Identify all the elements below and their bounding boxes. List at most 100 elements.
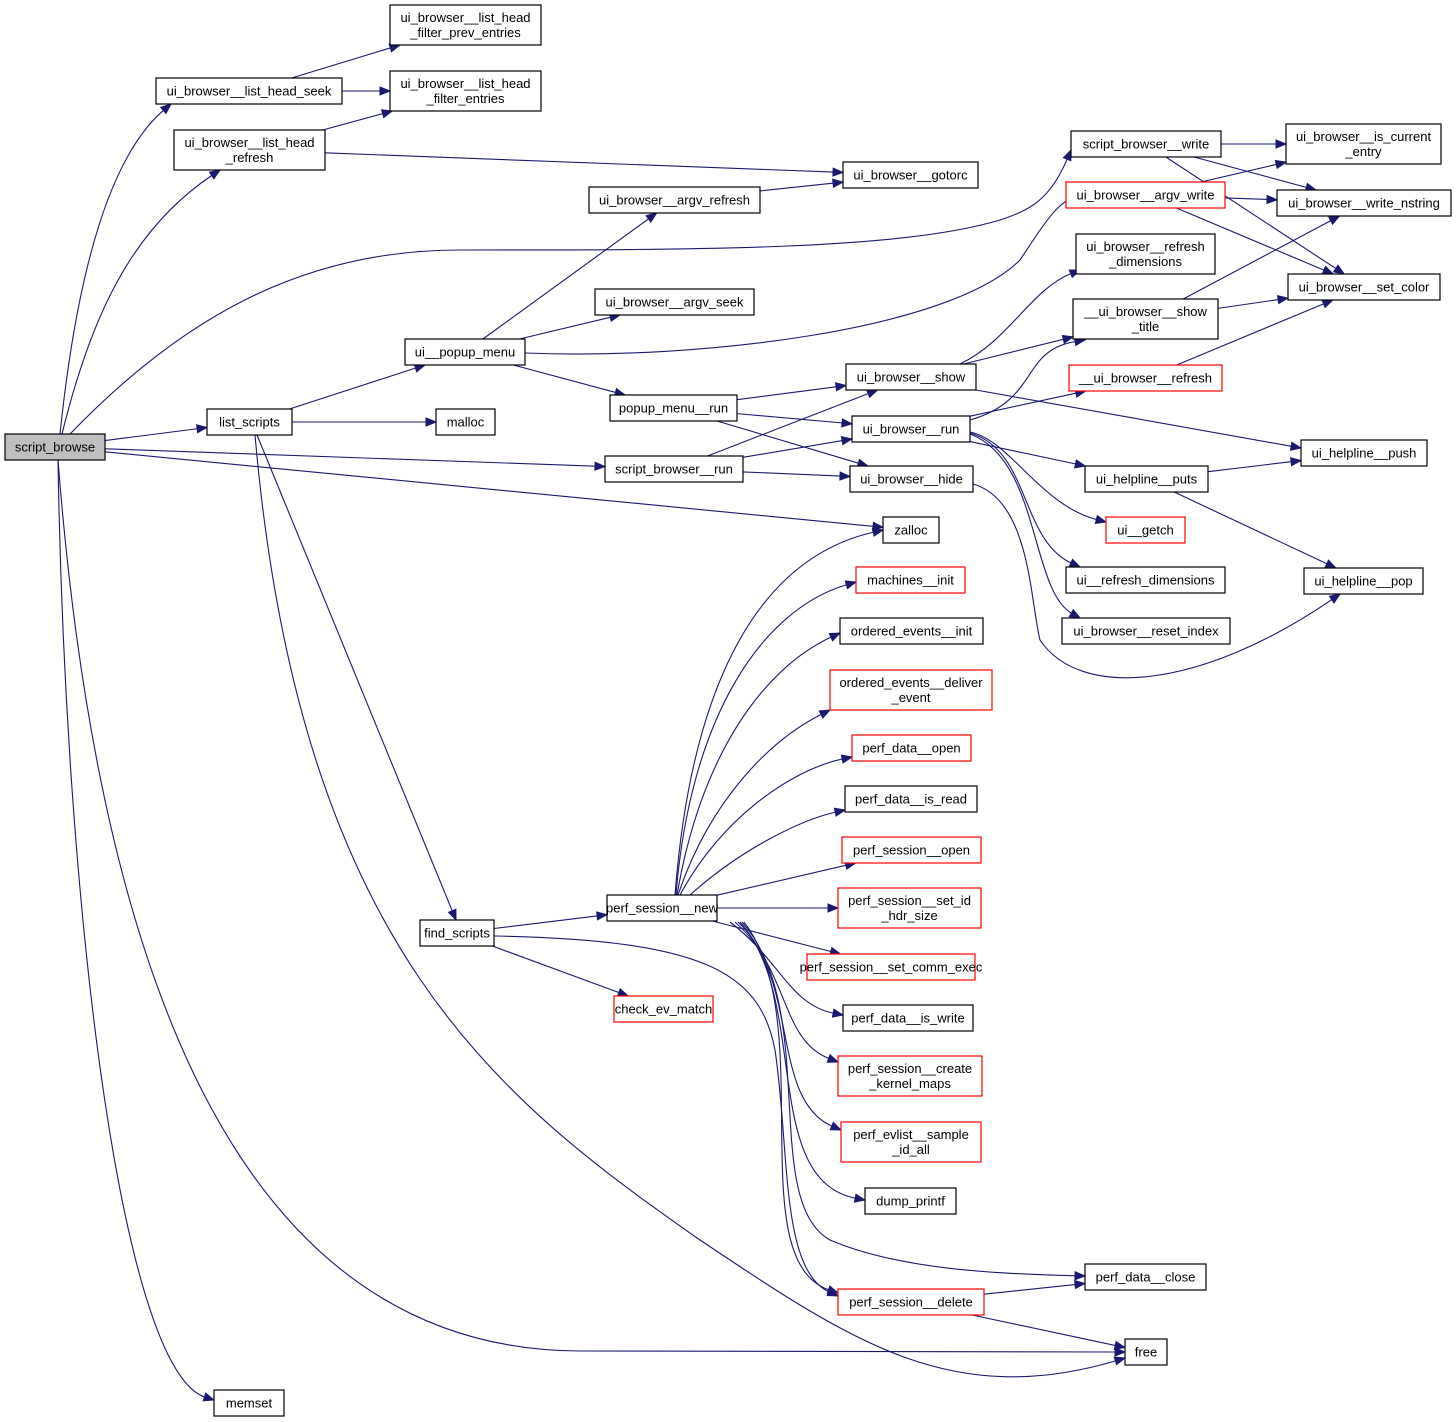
node-box[interactable] — [604, 455, 744, 483]
node-ui_browser__write_nstring[interactable]: ui_browser__write_nstring — [1276, 189, 1452, 217]
node-box[interactable] — [404, 338, 526, 366]
node-box[interactable] — [1124, 1338, 1168, 1366]
node-box[interactable] — [1072, 298, 1219, 340]
node-box[interactable] — [1084, 465, 1209, 493]
node-box[interactable] — [1075, 233, 1216, 275]
node-ui_browser__list_head_refresh[interactable]: ui_browser__list_head_refresh — [173, 129, 326, 171]
node-__ui_browser__show_title[interactable]: __ui_browser__show_title — [1072, 298, 1219, 340]
node-box[interactable] — [606, 894, 718, 922]
node-malloc[interactable]: malloc — [435, 408, 496, 436]
node-script_browser__run[interactable]: script_browser__run — [604, 455, 744, 483]
node-box[interactable] — [849, 465, 974, 493]
node-box[interactable] — [842, 1004, 974, 1032]
node-box[interactable] — [841, 836, 982, 864]
node-ui_browser__set_color[interactable]: ui_browser__set_color — [1287, 273, 1441, 301]
node-perf_session__new[interactable]: perf_session__new — [606, 894, 719, 922]
node-box[interactable] — [837, 1288, 985, 1316]
node-box[interactable] — [613, 995, 714, 1023]
node-perf_session__delete[interactable]: perf_session__delete — [837, 1288, 985, 1316]
node-box[interactable] — [1287, 273, 1441, 301]
node-box[interactable] — [213, 1389, 285, 1417]
node-machines__init[interactable]: machines__init — [855, 566, 966, 594]
node-ui_browser__list_head_filter_entries[interactable]: ui_browser__list_head_filter_entries — [389, 70, 542, 112]
node-box[interactable] — [173, 129, 326, 171]
node-memset[interactable]: memset — [213, 1389, 285, 1417]
node-ui_browser__list_head_filter_prev_entries[interactable]: ui_browser__list_head_filter_prev_entrie… — [389, 4, 542, 46]
node-box[interactable] — [837, 1055, 983, 1097]
node-box[interactable] — [1105, 516, 1186, 544]
node-box[interactable] — [588, 186, 761, 214]
node-box[interactable] — [1300, 439, 1428, 467]
node-__ui_browser__refresh[interactable]: __ui_browser__refresh — [1068, 364, 1223, 392]
node-box[interactable] — [435, 408, 496, 436]
node-box[interactable] — [864, 1187, 957, 1215]
node-box[interactable] — [844, 785, 978, 813]
node-box[interactable] — [1068, 364, 1223, 392]
node-ui_browser__gotorc[interactable]: ui_browser__gotorc — [842, 161, 979, 189]
node-free[interactable]: free — [1124, 1338, 1168, 1366]
node-box[interactable] — [1303, 567, 1424, 595]
node-ui_browser__run[interactable]: ui_browser__run — [851, 415, 971, 443]
node-box[interactable] — [851, 415, 971, 443]
node-box[interactable] — [855, 566, 966, 594]
node-perf_session__set_id_hdr_size[interactable]: perf_session__set_id_hdr_size — [837, 887, 982, 929]
node-ui__popup_menu[interactable]: ui__popup_menu — [404, 338, 526, 366]
node-check_ev_match[interactable]: check_ev_match — [613, 995, 714, 1023]
node-ui_browser__argv_seek[interactable]: ui_browser__argv_seek — [594, 288, 755, 316]
node-perf_session__open[interactable]: perf_session__open — [841, 836, 982, 864]
node-ordered_events__init[interactable]: ordered_events__init — [839, 617, 984, 645]
node-box[interactable] — [1276, 189, 1452, 217]
node-box[interactable] — [806, 953, 976, 981]
node-box[interactable] — [1065, 181, 1226, 209]
node-box[interactable] — [206, 408, 293, 436]
node-box[interactable] — [1285, 123, 1442, 165]
node-ui_browser__show[interactable]: ui_browser__show — [845, 363, 977, 391]
node-box[interactable] — [609, 394, 738, 422]
node-perf_data__is_read[interactable]: perf_data__is_read — [844, 785, 978, 813]
node-box[interactable] — [389, 70, 542, 112]
node-box[interactable] — [155, 77, 343, 105]
node-ui_helpline__puts[interactable]: ui_helpline__puts — [1084, 465, 1209, 493]
node-ui_browser__argv_refresh[interactable]: ui_browser__argv_refresh — [588, 186, 761, 214]
node-box[interactable] — [1061, 617, 1231, 645]
node-perf_data__is_write[interactable]: perf_data__is_write — [842, 1004, 974, 1032]
node-box[interactable] — [851, 734, 972, 762]
node-ui__getch[interactable]: ui__getch — [1105, 516, 1186, 544]
node-box[interactable] — [419, 919, 495, 947]
node-zalloc[interactable]: zalloc — [882, 516, 940, 544]
node-script_browse[interactable]: script_browse — [4, 433, 106, 461]
node-ui_browser__hide[interactable]: ui_browser__hide — [849, 465, 974, 493]
node-box[interactable] — [842, 161, 979, 189]
node-box[interactable] — [389, 4, 542, 46]
node-box[interactable] — [882, 516, 940, 544]
node-box[interactable] — [840, 1121, 982, 1163]
node-ui_browser__is_current_entry[interactable]: ui_browser__is_current_entry — [1285, 123, 1442, 165]
node-box[interactable] — [1065, 566, 1226, 594]
node-box[interactable] — [1070, 130, 1222, 158]
node-ui__refresh_dimensions[interactable]: ui__refresh_dimensions — [1065, 566, 1226, 594]
node-ui_browser__list_head_seek[interactable]: ui_browser__list_head_seek — [155, 77, 343, 105]
node-dump_printf[interactable]: dump_printf — [864, 1187, 957, 1215]
node-perf_evlist__sample_id_all[interactable]: perf_evlist__sample_id_all — [840, 1121, 982, 1163]
node-perf_data__close[interactable]: perf_data__close — [1084, 1263, 1207, 1291]
node-list_scripts[interactable]: list_scripts — [206, 408, 293, 436]
node-perf_data__open[interactable]: perf_data__open — [851, 734, 972, 762]
node-ui_helpline__pop[interactable]: ui_helpline__pop — [1303, 567, 1424, 595]
node-box[interactable] — [837, 887, 982, 929]
node-perf_session__create_kernel_maps[interactable]: perf_session__create_kernel_maps — [837, 1055, 983, 1097]
node-ui_helpline__push[interactable]: ui_helpline__push — [1300, 439, 1428, 467]
node-box[interactable] — [829, 669, 993, 711]
node-script_browser__write[interactable]: script_browser__write — [1070, 130, 1222, 158]
node-ui_browser__refresh_dimensions[interactable]: ui_browser__refresh_dimensions — [1075, 233, 1216, 275]
node-box[interactable] — [1084, 1263, 1207, 1291]
node-box[interactable] — [594, 288, 755, 316]
node-find_scripts[interactable]: find_scripts — [419, 919, 495, 947]
node-perf_session__set_comm_exec[interactable]: perf_session__set_comm_exec — [800, 953, 983, 981]
node-ordered_events__deliver_event[interactable]: ordered_events__deliver_event — [829, 669, 993, 711]
node-box[interactable] — [4, 433, 106, 461]
node-ui_browser__reset_index[interactable]: ui_browser__reset_index — [1061, 617, 1231, 645]
node-box[interactable] — [845, 363, 977, 391]
node-ui_browser__argv_write[interactable]: ui_browser__argv_write — [1065, 181, 1226, 209]
node-box[interactable] — [839, 617, 984, 645]
node-popup_menu__run[interactable]: popup_menu__run — [609, 394, 738, 422]
